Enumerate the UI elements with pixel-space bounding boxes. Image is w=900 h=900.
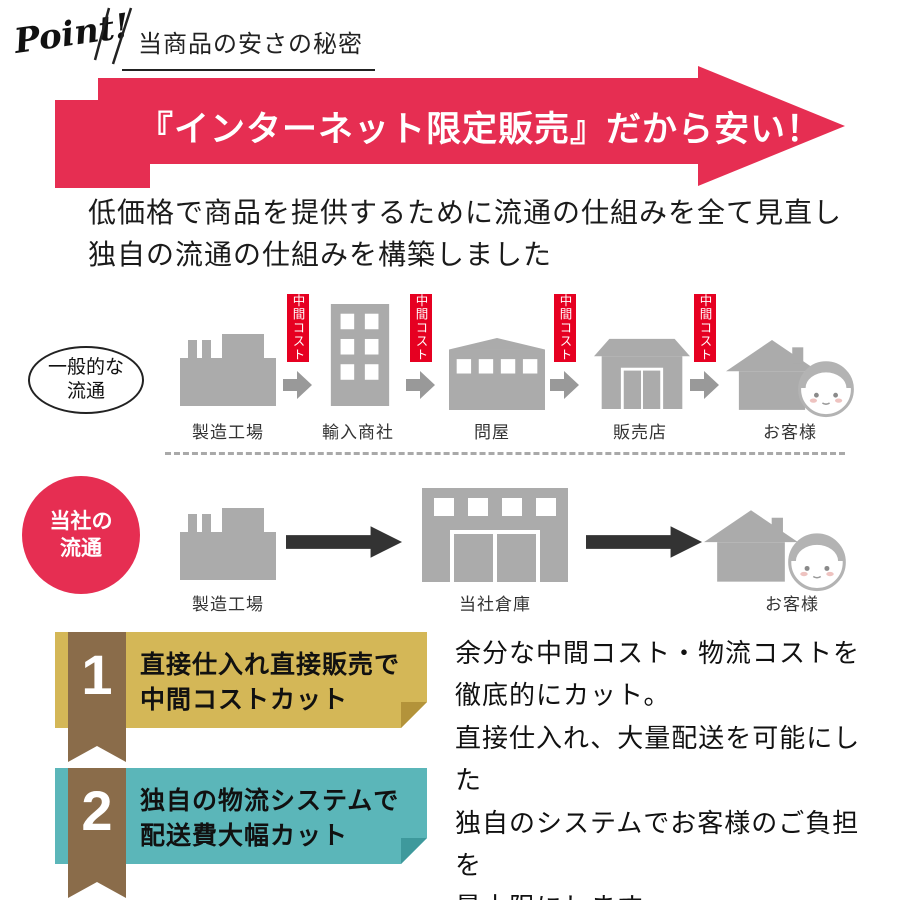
arrow-right-icon (690, 371, 719, 399)
middle-cost-tab: 中間コスト (410, 294, 432, 362)
description-text: 余分な中間コスト・物流コストを 徹底的にカット。 直接仕入れ、大量配送を可能にし… (455, 632, 885, 900)
factory-icon (180, 334, 276, 406)
point-1-text: 直接仕入れ直接販売で 中間コストカット (140, 648, 400, 718)
point-1-line1: 直接仕入れ直接販売で (140, 651, 401, 679)
description-line: 独自のシステムでお客様のご負担を (455, 807, 860, 880)
middle-cost-tab: 中間コスト (694, 294, 716, 362)
point-2-line1: 独自の物流システムで (140, 787, 400, 815)
description-line: 余分な中間コスト・物流コストを (455, 638, 861, 668)
wholesaler-icon (449, 338, 545, 410)
point-2-text: 独自の物流システムで 配送費大幅カット (140, 784, 399, 854)
point-2-ribbon: 2 (68, 768, 126, 898)
flow-step-label: 製造工場 (192, 595, 264, 614)
our-warehouse-icon (422, 488, 568, 582)
middle-cost-tab: 中間コスト (554, 294, 576, 362)
flow-step-label: 問屋 (474, 423, 510, 442)
general-flow-label: 一般的な 流通 (28, 346, 144, 414)
banner-title: 『インターネット限定販売』だから安い！ (137, 110, 822, 149)
factory-icon (180, 508, 276, 580)
arrow-right-icon (550, 371, 579, 399)
flow-step-label: 輸入商社 (322, 423, 394, 442)
flow-step-label: お客様 (763, 423, 817, 442)
banner-arrow-icon (55, 66, 845, 188)
arrow-right-icon (283, 371, 312, 399)
arrow-right-icon (406, 371, 435, 399)
our-flow-diagram: 当社の 流通 (0, 468, 900, 623)
flow-step-label: 製造工場 (192, 423, 264, 442)
slash-marks-icon (93, 7, 133, 65)
point-1-fold (401, 702, 427, 728)
page-title: 当商品の安さの秘密 (122, 24, 375, 71)
description-line: 最小限にします。 (455, 886, 885, 900)
intro-line-2: 独自の流通の仕組みを構築しました (88, 239, 553, 270)
intro-line-1: 低価格で商品を提供するために流通の仕組みを全て見直し (88, 197, 843, 228)
customer-house-icon (704, 510, 798, 582)
customer-house-icon (726, 339, 818, 410)
point-1-ribbon: 1 (68, 632, 126, 762)
point-1-line2: 中間コストカット (140, 686, 349, 714)
customer-face-icon (788, 533, 846, 592)
import-company-icon (330, 304, 390, 406)
long-arrow-right-icon (586, 526, 703, 558)
our-flow-label: 当社の 流通 (22, 476, 140, 594)
flow-step-label: お客様 (765, 595, 819, 614)
our-flow-label-line1: 当社の (49, 509, 113, 533)
flow-step-label: 販売店 (613, 423, 667, 442)
point-2-line2: 配送費大幅カット (140, 822, 349, 850)
general-flow-label-line2: 流通 (66, 381, 105, 402)
our-flow-label-line2: 流通 (60, 537, 102, 560)
general-flow-diagram: 一般的な 流通 中間コスト 中間コスト (0, 288, 900, 456)
retail-store-icon (594, 338, 690, 409)
flow-step-label: 当社倉庫 (459, 595, 531, 614)
general-flow-label-line1: 一般的な (47, 357, 124, 379)
customer-face-icon (798, 361, 854, 418)
intro-paragraph: 低価格で商品を提供するために流通の仕組みを全て見直し 独自の流通の仕組みを構築し… (88, 192, 842, 276)
description-line: 徹底的にカット。 (455, 680, 671, 711)
point-2-fold (401, 838, 427, 864)
description-line: 直接仕入れ、大量配送を可能にした (455, 722, 861, 796)
divider (165, 452, 845, 455)
long-arrow-right-icon (286, 526, 403, 558)
middle-cost-tab: 中間コスト (287, 294, 309, 362)
